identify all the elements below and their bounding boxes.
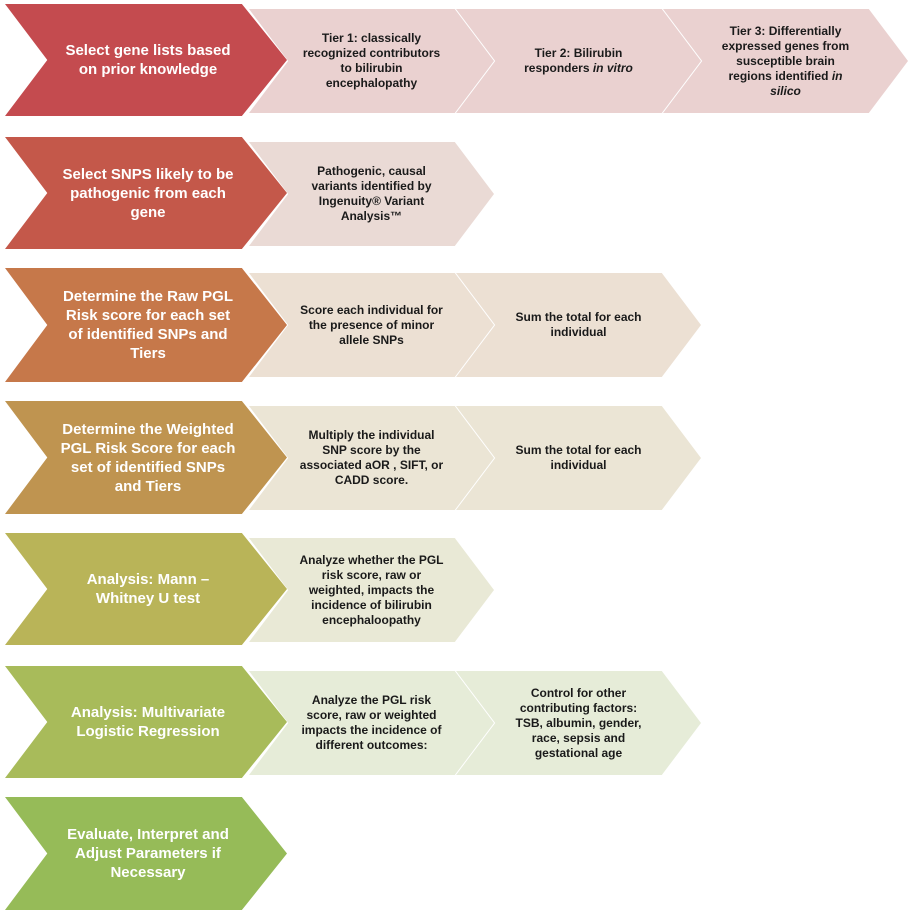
step-5-sub-1-label: Analyze whether the PGL risk score, raw … (299, 552, 444, 627)
step-6-sub-1-label: Analyze the PGL risk score, raw or weigh… (301, 693, 442, 752)
step-3-sub-2-label: Sum the total for each individual (515, 310, 642, 339)
step-1-tier-1-chevron: Tier 1: classically recognized contribut… (249, 9, 494, 113)
step-4-sub-2-label: Sum the total for each individual (515, 443, 642, 472)
step-7-label: Evaluate, Interpret and Adjust Parameter… (67, 826, 229, 881)
step-4-chevron: Determine the Weighted PGL Risk Score fo… (5, 401, 287, 514)
step-1-chevron: Select gene lists based on prior knowled… (5, 4, 287, 116)
step-2-sub-1-label: Pathogenic, causal variants identified b… (311, 164, 432, 223)
step-1-tier-2-label: Tier 2: Bilirubin responders in vitro (524, 46, 633, 75)
step-7-chevron: Evaluate, Interpret and Adjust Parameter… (5, 797, 287, 910)
step-3-chevron: Determine the Raw PGL Risk score for eac… (5, 268, 287, 382)
step-1-tier-2-chevron: Tier 2: Bilirubin responders in vitro (456, 9, 701, 113)
step-6-sub-2-label: Control for other contributing factors: … (515, 685, 642, 760)
step-3-sub-1-label: Score each individual for the presence o… (300, 302, 443, 347)
step-6-sub-1-chevron: Analyze the PGL risk score, raw or weigh… (249, 671, 494, 775)
step-6-label: Analysis: Multivariate Logistic Regressi… (70, 704, 226, 740)
step-2-sub-1-chevron: Pathogenic, causal variants identified b… (249, 142, 494, 246)
step-4-label: Determine the Weighted PGL Risk Score fo… (60, 420, 236, 495)
step-3-sub-1-chevron: Score each individual for the presence o… (249, 273, 494, 377)
step-3-label: Determine the Raw PGL Risk score for eac… (62, 288, 234, 362)
step-6-sub-2-chevron: Control for other contributing factors: … (456, 671, 701, 775)
step-1-tier-3-chevron: Tier 3: Differentially expressed genes f… (663, 9, 908, 113)
step-6-chevron: Analysis: Multivariate Logistic Regressi… (5, 666, 287, 778)
step-1-tier-1-label: Tier 1: classically recognized contribut… (302, 31, 441, 90)
step-4-sub-1-label: Multiply the individual SNP score by the… (299, 428, 444, 487)
step-3-sub-2-chevron: Sum the total for each individual (456, 273, 701, 377)
step-4-sub-2-chevron: Sum the total for each individual (456, 406, 701, 510)
step-5-sub-1-chevron: Analyze whether the PGL risk score, raw … (249, 538, 494, 642)
step-2-label: Select SNPS likely to be pathogenic from… (62, 165, 234, 221)
step-5-label: Analysis: Mann – Whitney U test (86, 571, 210, 607)
step-5-chevron: Analysis: Mann – Whitney U test (5, 533, 287, 645)
step-1-tier-3-label: Tier 3: Differentially expressed genes f… (721, 23, 850, 98)
step-1-label: Select gene lists based on prior knowled… (65, 42, 231, 78)
step-4-sub-1-chevron: Multiply the individual SNP score by the… (249, 406, 494, 510)
step-2-chevron: Select SNPS likely to be pathogenic from… (5, 137, 287, 249)
